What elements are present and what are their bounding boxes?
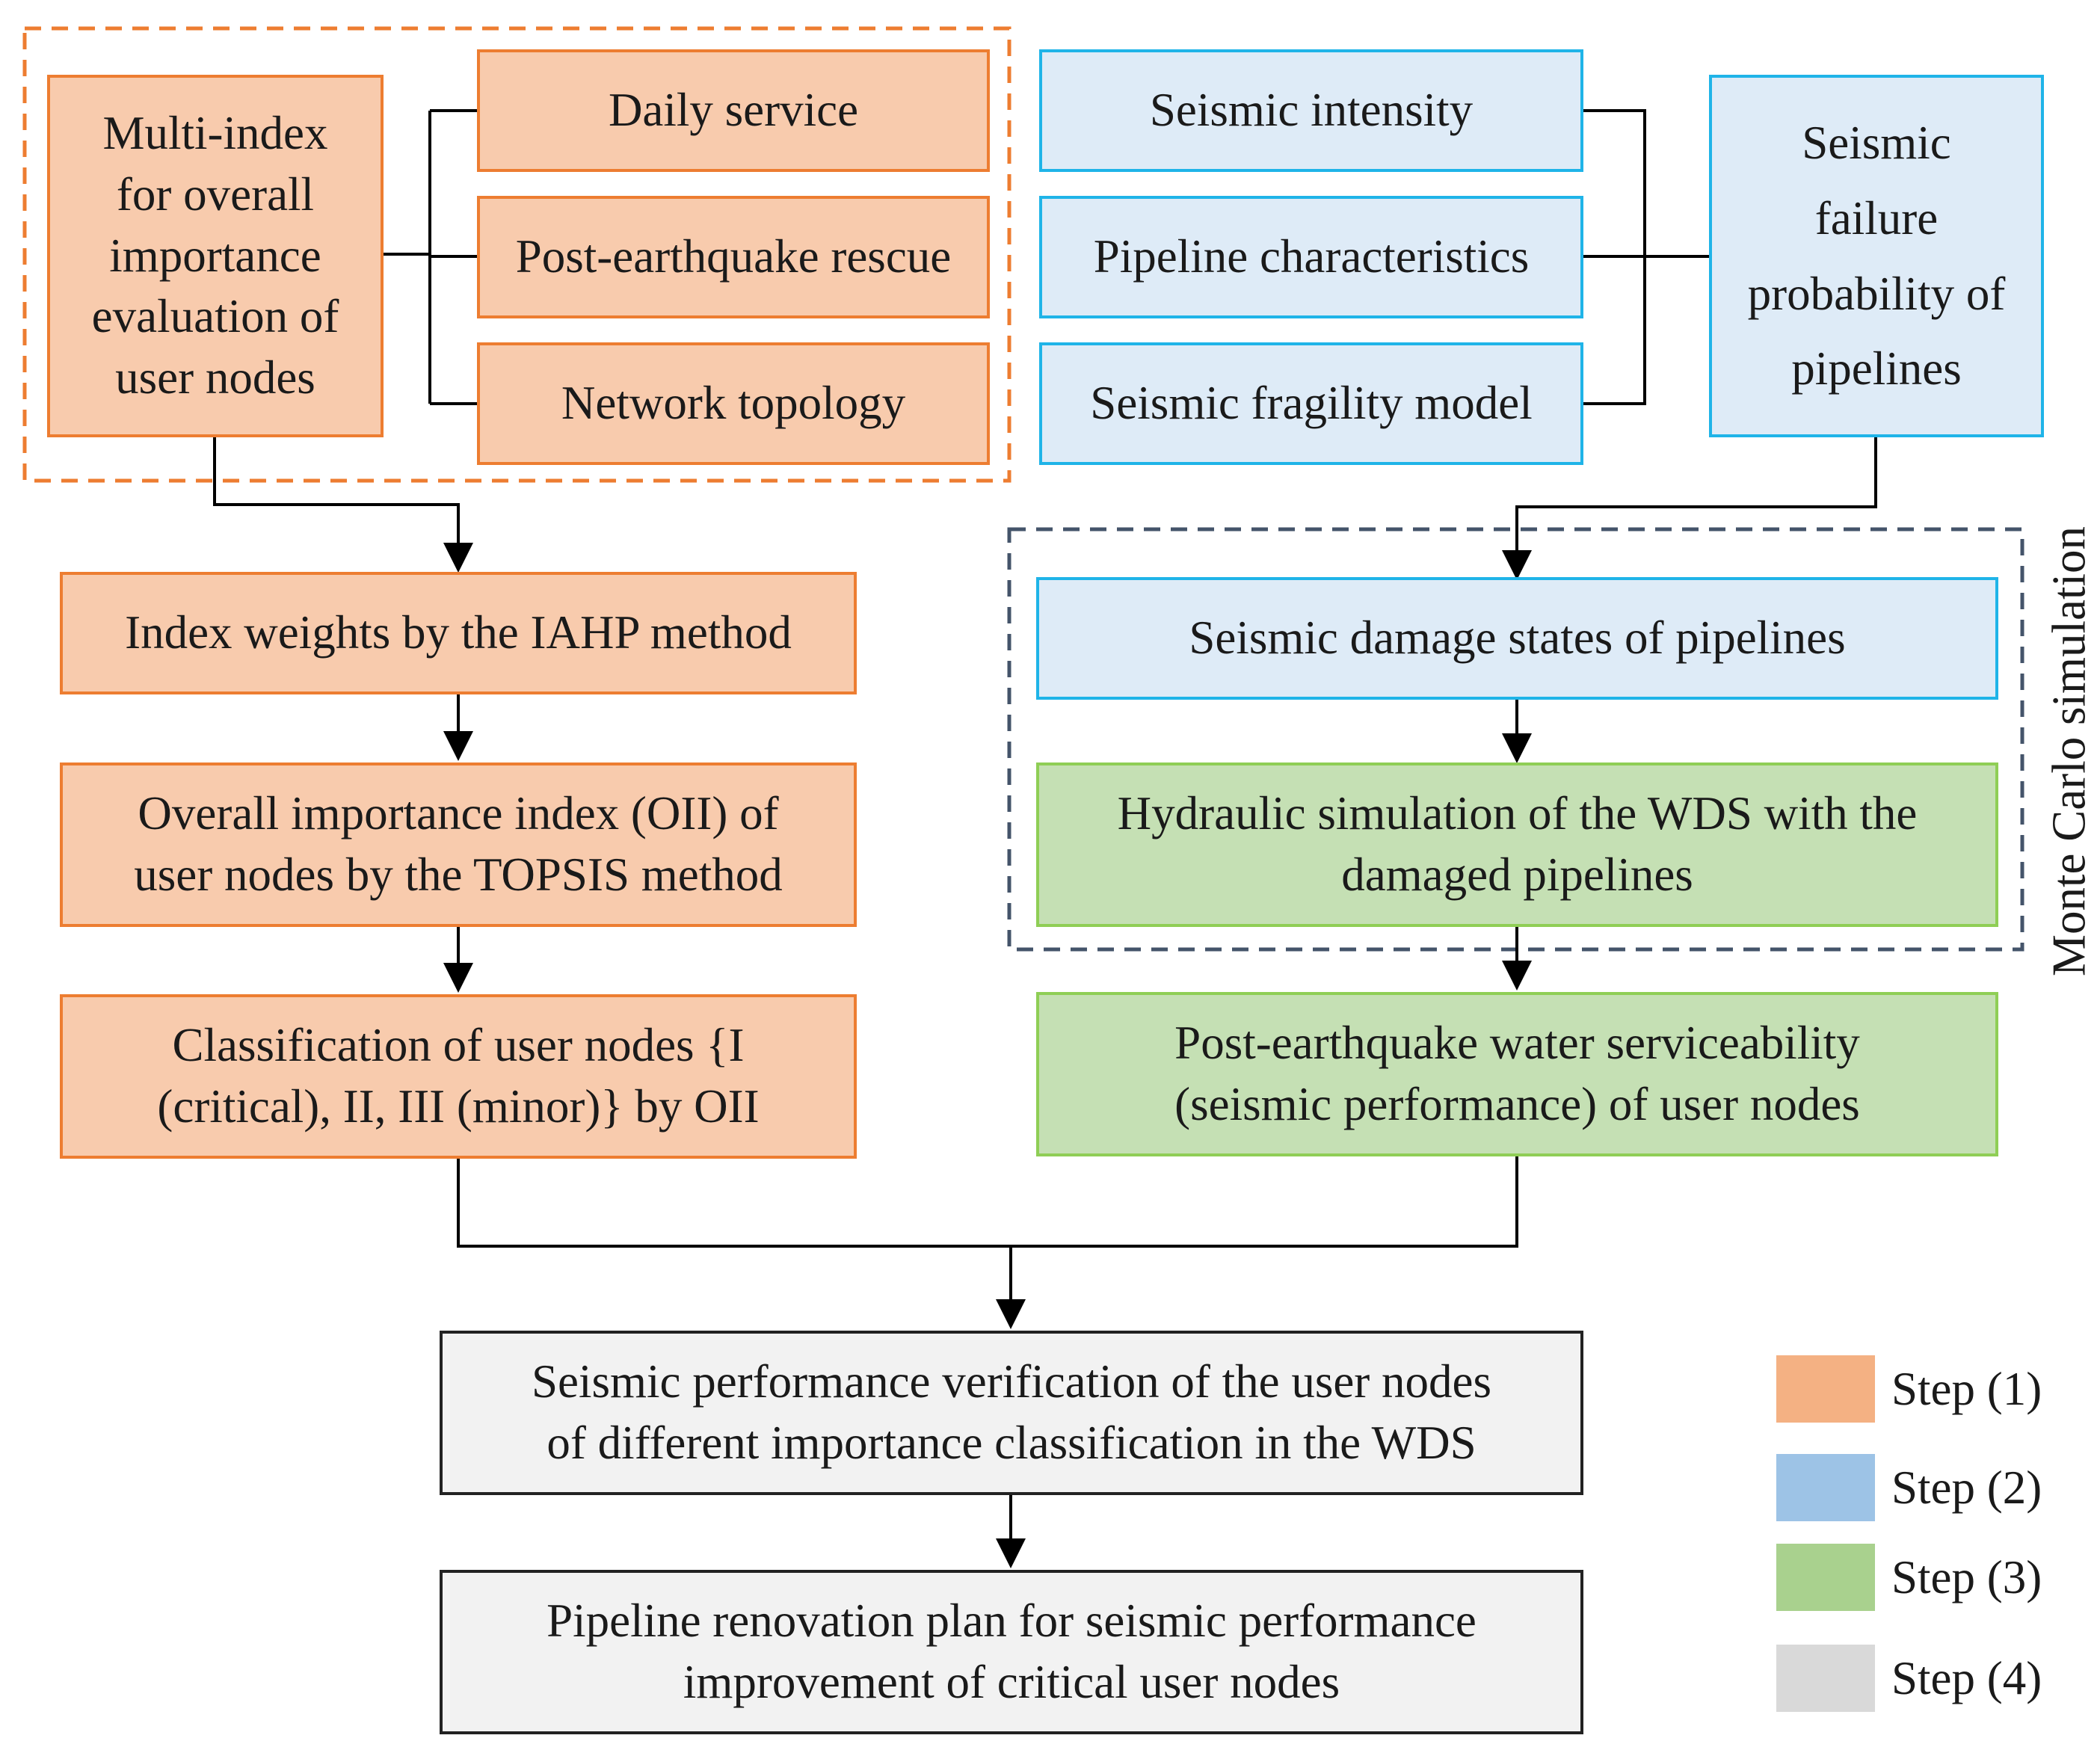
- damage-states-box: Seismic damage states of pipelines: [1036, 577, 1998, 700]
- verification-box: Seismic performance verification of the …: [440, 1331, 1583, 1495]
- legend-label-step2: Step (2): [1891, 1461, 2042, 1514]
- pipeline-characteristics-label: Pipeline characteristics: [1093, 230, 1530, 283]
- legend-label-step4: Step (4): [1891, 1652, 2042, 1704]
- seismic-inputs-bracket: [1583, 109, 1710, 405]
- oii-label: Overall importance index (OII) of user n…: [134, 787, 783, 901]
- failure-probability-label: Seismic failure probability of pipelines: [1747, 116, 2006, 395]
- topology-label: Network topology: [561, 377, 906, 430]
- rescue-label: Post-earthquake rescue: [515, 230, 952, 283]
- merge-lines: [457, 1156, 1518, 1248]
- rescue-box: Post-earthquake rescue: [477, 196, 990, 318]
- topology-box: Network topology: [477, 342, 990, 465]
- pipeline-characteristics-box: Pipeline characteristics: [1039, 196, 1583, 318]
- legend-label-step1: Step (1): [1891, 1363, 2042, 1415]
- hydraulic-simulation-label: Hydraulic simulation of the WDS with the…: [1117, 787, 1918, 901]
- seismic-intensity-label: Seismic intensity: [1149, 84, 1474, 137]
- iahp-box: Index weights by the IAHP method: [60, 572, 857, 694]
- renovation-box: Pipeline renovation plan for seismic per…: [440, 1570, 1583, 1734]
- monte-carlo-label: Monte Carlo simulation: [2042, 526, 2096, 976]
- serviceability-box: Post-earthquake water serviceability (se…: [1036, 992, 1998, 1156]
- classification-box: Classification of user nodes {I (critica…: [60, 994, 857, 1159]
- fragility-model-box: Seismic fragility model: [1039, 342, 1583, 465]
- classification-label: Classification of user nodes {I (critica…: [157, 1019, 760, 1133]
- seismic-intensity-box: Seismic intensity: [1039, 49, 1583, 172]
- multi-index-label: Multi-index for overall importance evalu…: [91, 106, 339, 404]
- iahp-label: Index weights by the IAHP method: [125, 606, 792, 659]
- serviceability-label: Post-earthquake water serviceability (se…: [1174, 1017, 1860, 1130]
- legend-swatch-step2: [1776, 1454, 1875, 1521]
- legend-swatch-step1: [1776, 1355, 1875, 1423]
- step1-indices-group: [22, 26, 1011, 483]
- legend-swatch-step4: [1776, 1645, 1875, 1712]
- multi-index-box: Multi-index for overall importance evalu…: [47, 75, 384, 437]
- daily-service-box: Daily service: [477, 49, 990, 172]
- renovation-label: Pipeline renovation plan for seismic per…: [546, 1595, 1477, 1708]
- arrow-failure-to-damage: [1502, 436, 1877, 580]
- daily-service-label: Daily service: [608, 84, 859, 137]
- oii-box: Overall importance index (OII) of user n…: [60, 762, 857, 927]
- verification-label: Seismic performance verification of the …: [531, 1355, 1492, 1469]
- multi-index-bracket: [381, 109, 478, 405]
- failure-probability-box: Seismic failure probability of pipelines: [1709, 75, 2044, 437]
- legend-swatch-step3: [1776, 1544, 1875, 1611]
- damage-states-label: Seismic damage states of pipelines: [1189, 611, 1846, 665]
- fragility-model-label: Seismic fragility model: [1090, 377, 1533, 430]
- legend-label-step3: Step (3): [1891, 1551, 2042, 1603]
- hydraulic-simulation-box: Hydraulic simulation of the WDS with the…: [1036, 762, 1998, 927]
- arrow-multi-to-iahp: [213, 436, 473, 573]
